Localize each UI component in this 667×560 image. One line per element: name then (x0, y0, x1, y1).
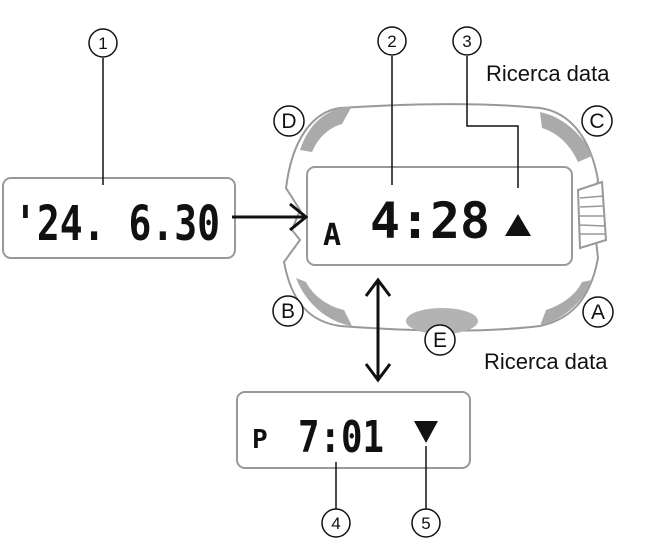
callout-1-label: 1 (98, 34, 107, 53)
button-a-marker: A (582, 296, 614, 328)
button-e-marker: E (424, 324, 456, 356)
button-c-marker: C (581, 105, 613, 137)
main-display-time: 4:28 (370, 192, 490, 250)
callout-4: 4 (321, 508, 351, 538)
leader-line-3 (466, 56, 519, 188)
date-display-value: '24. 6.30 (14, 196, 220, 252)
button-a-label: A (591, 301, 605, 324)
lower-display-prefix: P (252, 425, 268, 455)
up-triangle-indicator (505, 214, 531, 236)
lower-display-frame (236, 391, 471, 469)
down-triangle-indicator (414, 421, 438, 443)
arrow-date-to-main (232, 202, 309, 232)
callout-2: 2 (377, 26, 407, 56)
lower-display-time: 7:01 (298, 412, 384, 463)
double-arrow-vertical (364, 277, 392, 383)
callout-1: 1 (88, 28, 118, 58)
callout-4-label: 4 (331, 514, 340, 533)
button-d-label: D (281, 110, 296, 133)
crown (576, 180, 608, 250)
bezel-lug-top-right (540, 112, 592, 162)
bezel-lug-bottom-right (540, 280, 592, 326)
bezel-lug-top-left (300, 106, 352, 152)
button-c-label: C (589, 110, 604, 133)
main-display-prefix: A (323, 218, 341, 253)
callout-5: 5 (411, 508, 441, 538)
button-e-label: E (433, 329, 447, 352)
button-b-label: B (281, 300, 295, 323)
callout-2-label: 2 (387, 32, 396, 51)
callout-5-label: 5 (421, 514, 430, 533)
callout-3: 3 (452, 26, 482, 56)
button-e-shape (406, 308, 478, 334)
watch-case-outline (282, 103, 600, 332)
callout-3-label: 3 (462, 32, 471, 51)
button-b-marker: B (272, 295, 304, 327)
button-d-marker: D (273, 105, 305, 137)
caption-bottom-right: Ricerca data (484, 349, 608, 374)
caption-top-right: Ricerca data (486, 61, 610, 86)
bezel-lug-bottom-left (296, 278, 352, 326)
